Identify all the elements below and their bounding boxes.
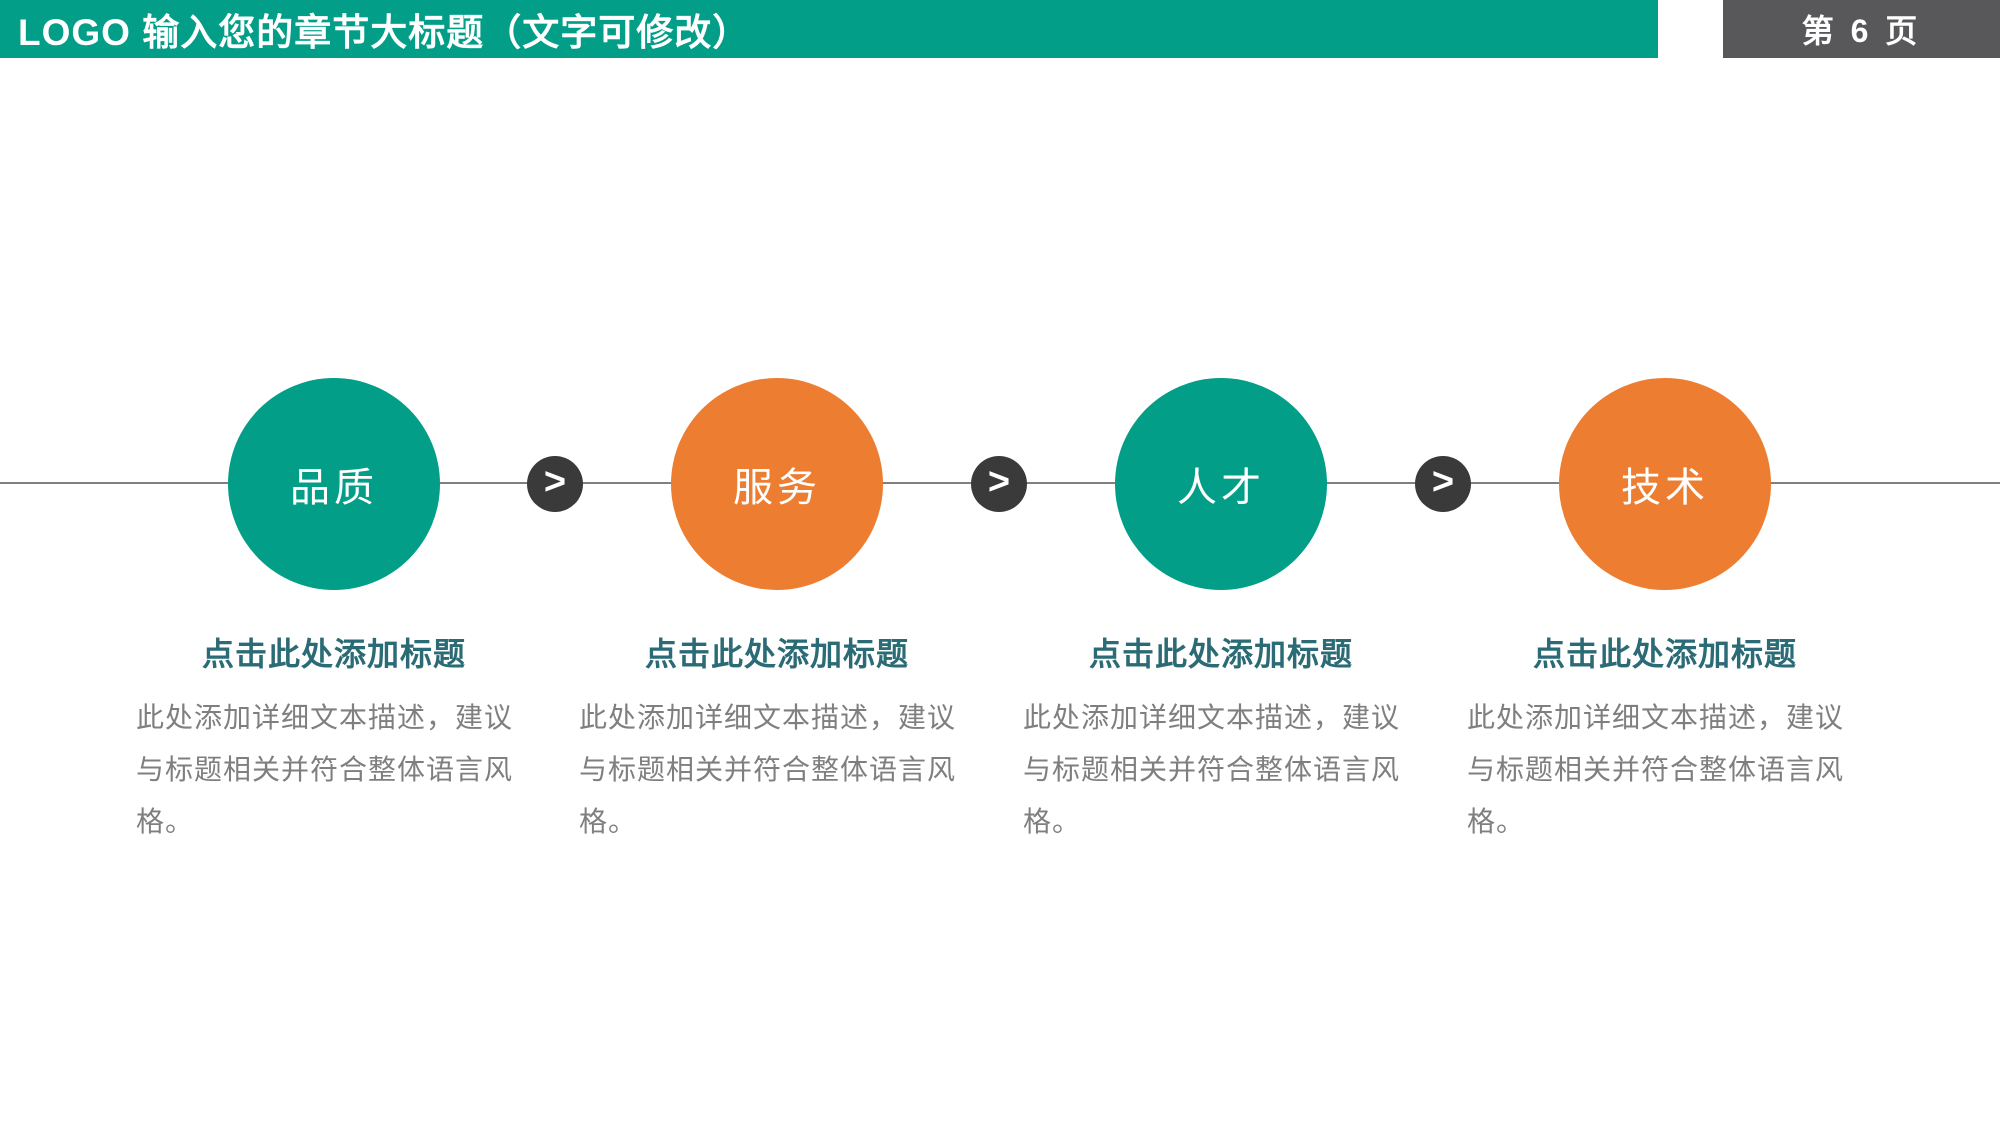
page-number-text: 第 6 页 bbox=[1801, 13, 1922, 49]
step-circle-label: 品质 bbox=[290, 466, 378, 510]
body-line: 此处添加详细文本描述，建议 bbox=[579, 702, 957, 733]
chevron-right-icon: > bbox=[543, 461, 567, 503]
chevron-right-icon: > bbox=[1431, 461, 1455, 503]
step-circle-label: 人才 bbox=[1177, 466, 1265, 510]
body-line: 格。 bbox=[1023, 806, 1082, 837]
step-heading: 点击此处添加标题 bbox=[1532, 636, 1797, 672]
step-body: 此处添加详细文本描述，建议 与标题相关并符合整体语言风 格。 bbox=[1023, 692, 1419, 848]
body-line: 此处添加详细文本描述，建议 bbox=[1023, 702, 1401, 733]
body-line: 此处添加详细文本描述，建议 bbox=[136, 702, 514, 733]
step-circle-technology: 技术 bbox=[1559, 378, 1771, 590]
step-body: 此处添加详细文本描述，建议 与标题相关并符合整体语言风 格。 bbox=[1467, 692, 1863, 848]
step-text-block-2: 点击此处添加标题 此处添加详细文本描述，建议 与标题相关并符合整体语言风 格。 bbox=[579, 632, 975, 848]
step-text-block-1: 点击此处添加标题 此处添加详细文本描述，建议 与标题相关并符合整体语言风 格。 bbox=[136, 632, 532, 848]
step-circle-talent: 人才 bbox=[1115, 378, 1327, 590]
step-body: 此处添加详细文本描述，建议 与标题相关并符合整体语言风 格。 bbox=[579, 692, 975, 848]
header-bar: LOGO 输入您的章节大标题（文字可修改） bbox=[0, 0, 1658, 58]
body-line: 格。 bbox=[136, 806, 195, 837]
step-circle-quality: 品质 bbox=[228, 378, 440, 590]
step-heading: 点击此处添加标题 bbox=[644, 636, 909, 672]
page-number-badge: 第 6 页 bbox=[1723, 0, 2000, 58]
step-text-block-3: 点击此处添加标题 此处添加详细文本描述，建议 与标题相关并符合整体语言风 格。 bbox=[1023, 632, 1419, 848]
step-circle-service: 服务 bbox=[671, 378, 883, 590]
body-line: 与标题相关并符合整体语言风 bbox=[1467, 754, 1845, 785]
body-line: 与标题相关并符合整体语言风 bbox=[1023, 754, 1401, 785]
step-text-block-4: 点击此处添加标题 此处添加详细文本描述，建议 与标题相关并符合整体语言风 格。 bbox=[1467, 632, 1863, 848]
slide-title: LOGO 输入您的章节大标题（文字可修改） bbox=[18, 12, 751, 53]
body-line: 格。 bbox=[1467, 806, 1526, 837]
step-circle-label: 服务 bbox=[733, 466, 821, 510]
arrow-connector: > bbox=[1415, 456, 1471, 512]
arrow-connector: > bbox=[527, 456, 583, 512]
step-body: 此处添加详细文本描述，建议 与标题相关并符合整体语言风 格。 bbox=[136, 692, 532, 848]
body-line: 与标题相关并符合整体语言风 bbox=[579, 754, 957, 785]
body-line: 此处添加详细文本描述，建议 bbox=[1467, 702, 1845, 733]
step-heading: 点击此处添加标题 bbox=[201, 636, 466, 672]
arrow-connector: > bbox=[971, 456, 1027, 512]
body-line: 与标题相关并符合整体语言风 bbox=[136, 754, 514, 785]
step-circle-label: 技术 bbox=[1621, 466, 1709, 510]
step-heading: 点击此处添加标题 bbox=[1088, 636, 1353, 672]
chevron-right-icon: > bbox=[987, 461, 1011, 503]
body-line: 格。 bbox=[579, 806, 638, 837]
